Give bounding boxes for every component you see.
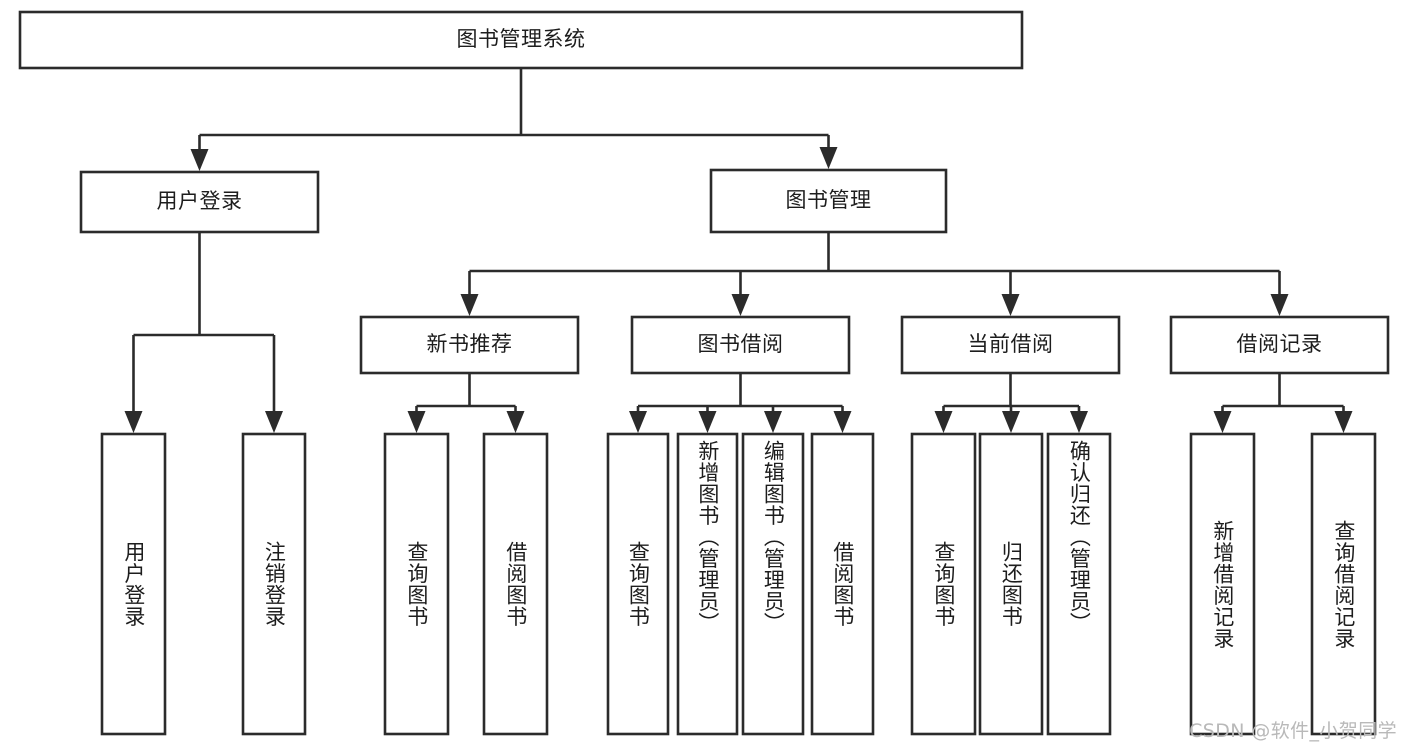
node-box-add-book-admin[interactable] [676,432,739,736]
node-box-current-borrow[interactable] [900,315,1121,375]
node-box-book-manage[interactable] [709,168,948,234]
node-box-user-login[interactable] [79,170,320,234]
arrow-head-query-book-1 [407,411,426,433]
node-box-borrow-book-1[interactable] [482,432,549,736]
node-box-book-borrow[interactable] [630,315,851,375]
arrow-head-current-borrow [1001,294,1020,316]
node-box-add-borrow-record[interactable] [1189,432,1256,736]
node-box-layer [18,10,1390,736]
arrow-head-book-borrow [731,294,750,316]
arrow-head-book-manage [819,147,838,169]
node-box-borrow-record[interactable] [1169,315,1390,375]
arrow-head-add-borrow-record [1213,411,1232,433]
arrow-head-new-book-recommend [460,294,479,316]
arrow-head-edit-book-admin [764,411,782,433]
node-box-user-logout[interactable] [241,432,307,736]
node-box-return-book[interactable] [978,432,1044,736]
arrow-head-add-book-admin [698,411,717,433]
node-box-edit-book-admin[interactable] [741,432,805,736]
arrow-head-borrow-book-2 [833,411,852,433]
node-box-query-book-1[interactable] [383,432,450,736]
node-box-user-login-do[interactable] [100,432,167,736]
arrow-head-query-book-3 [934,411,953,433]
node-box-root[interactable] [18,10,1024,70]
watermark-text: CSDN @软件_小贺同学 [1189,720,1397,742]
node-box-confirm-return-admin[interactable] [1046,432,1112,736]
node-box-new-book-recommend[interactable] [359,315,580,375]
arrow-head-confirm-return-admin [1070,411,1088,433]
node-box-query-borrow-record[interactable] [1310,432,1377,736]
arrow-head-borrow-record [1270,294,1289,316]
node-box-query-book-3[interactable] [910,432,977,736]
arrow-head-user-login-do [124,411,143,433]
arrow-head-user-login [190,149,209,171]
node-box-borrow-book-2[interactable] [810,432,875,736]
arrow-head-query-book-2 [629,411,647,433]
node-box-query-book-2[interactable] [606,432,670,736]
arrow-head-return-book [1002,411,1020,433]
arrow-head-query-borrow-record [1334,411,1353,433]
arrow-head-borrow-book-1 [506,411,525,433]
arrow-head-user-logout [265,411,283,433]
connector-layer [124,68,1353,433]
